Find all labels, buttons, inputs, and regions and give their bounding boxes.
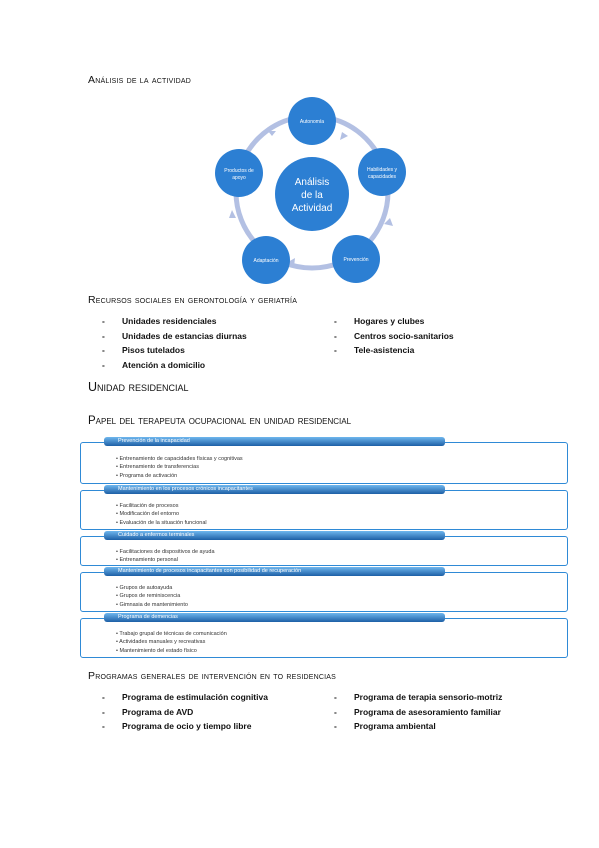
list-item: -Centros socio-sanitarios	[334, 330, 454, 341]
list-item: -Programa de asesoramiento familiar	[334, 706, 501, 717]
diagram-node-adaptacion	[242, 236, 290, 284]
list-item: • Gimnasia de mantenimiento	[116, 601, 188, 608]
list-item: • Facilitaciones de dispositivos de ayud…	[116, 549, 215, 555]
list-item: -Programa de terapia sensorio-motriz	[334, 692, 503, 702]
list-item: • Facilitación de procesos	[116, 503, 179, 509]
section-title-papel: Papel del terapeuta ocupacional en unida…	[88, 415, 352, 427]
diagram-node-adaptacion-label: Adaptación	[253, 258, 278, 264]
programas-list-left: -Programa de estimulación cognitiva -Pro…	[102, 690, 268, 734]
diagram-node-productos-label-1: Productos de	[224, 168, 254, 174]
papel-block-3-items: • Facilitaciones de dispositivos de ayud…	[116, 548, 215, 565]
list-item: -Programa de estimulación cognitiva	[102, 692, 268, 702]
papel-block-2-items: • Facilitación de procesos • Modificació…	[116, 502, 207, 527]
list-item: • Entrenamiento personal	[116, 557, 178, 564]
diagram-node-prevencion	[332, 235, 380, 283]
list-item: • Entrenamiento de capacidades físicas y…	[116, 456, 243, 462]
recursos-list-left: -Unidades residenciales -Unidades de est…	[102, 314, 247, 372]
list-item: -Programa de ocio y tiempo libre	[102, 721, 252, 731]
diagram-node-autonomia-label: Autonomía	[300, 119, 324, 125]
list-item: -Unidades de estancias diurnas	[102, 330, 247, 341]
diagram-node-habilidades-label-2: capacidades	[368, 174, 397, 180]
diagram-center-node	[275, 157, 349, 231]
list-item: • Trabajo grupal de técnicas de comunica…	[116, 631, 227, 637]
list-item: -Programa ambiental	[334, 721, 436, 731]
list-item: -Atención a domicilio	[102, 359, 206, 370]
list-item: • Actividades manuales y recreativas	[116, 639, 206, 646]
list-item: • Grupos de reminiscencia	[116, 593, 181, 600]
list-item: -Unidades residenciales	[102, 316, 217, 326]
section-title-recursos: Recursos sociales en gerontología y geri…	[88, 294, 298, 306]
papel-block-2-header: Mantenimiento en los procesos crónicos i…	[104, 485, 445, 494]
programas-list-right: -Programa de terapia sensorio-motriz -Pr…	[334, 690, 502, 734]
list-item: -Tele-asistencia	[334, 345, 415, 355]
papel-block-3	[80, 536, 568, 566]
diagram-node-productos	[215, 149, 263, 197]
diagram-center-line-2: de la	[301, 190, 323, 201]
diagram-node-prevencion-label: Prevención	[343, 257, 368, 263]
list-item: • Grupos de autoayuda	[116, 585, 173, 591]
papel-block-2	[80, 490, 568, 530]
list-item: -Programa de AVD	[102, 706, 194, 717]
papel-block-4-header: Mantenimiento de procesos incapacitantes…	[104, 567, 445, 576]
diagram-node-productos-label-2: apoyo	[232, 175, 246, 181]
papel-block-5-header: Programa de demencias	[104, 613, 445, 622]
section-title-programas: Programas generales de intervención en t…	[88, 670, 337, 682]
papel-block-4-items: • Grupos de autoayuda • Grupos de remini…	[116, 584, 188, 609]
papel-block-1-items: • Entrenamiento de capacidades físicas y…	[116, 455, 243, 480]
list-item: • Entrenamiento de transferencias	[116, 464, 199, 471]
diagram-node-autonomia	[288, 97, 336, 145]
list-item: • Mantenimiento del estado físico	[116, 647, 197, 654]
papel-block-4	[80, 572, 568, 612]
section-title-analisis: Análisis de la actividad	[88, 74, 192, 86]
list-item: • Modificación del entorno	[116, 511, 180, 518]
papel-block-1-header: Prevención de la incapacidad	[104, 437, 445, 446]
diagram-node-habilidades-label-1: Habilidades y	[367, 167, 398, 173]
papel-block-5	[80, 618, 568, 658]
recursos-list-right: -Hogares y clubes -Centros socio-sanitar…	[334, 314, 454, 358]
list-item: • Evaluación de la situación funcional	[116, 519, 207, 526]
papel-block-3-header: Cuidado a enfermos terminales	[104, 531, 445, 540]
list-item: • Programa de activación	[116, 472, 178, 479]
papel-block-5-items: • Trabajo grupal de técnicas de comunica…	[116, 630, 227, 655]
list-item: -Hogares y clubes	[334, 316, 425, 326]
diagram-center-line-3: Actividad	[292, 203, 333, 214]
diagram-node-habilidades	[358, 148, 406, 196]
section-title-unidad: Unidad residencial	[88, 380, 189, 394]
diagram-center-line-1: Análisis	[295, 177, 329, 188]
list-item: -Pisos tutelados	[102, 345, 185, 355]
